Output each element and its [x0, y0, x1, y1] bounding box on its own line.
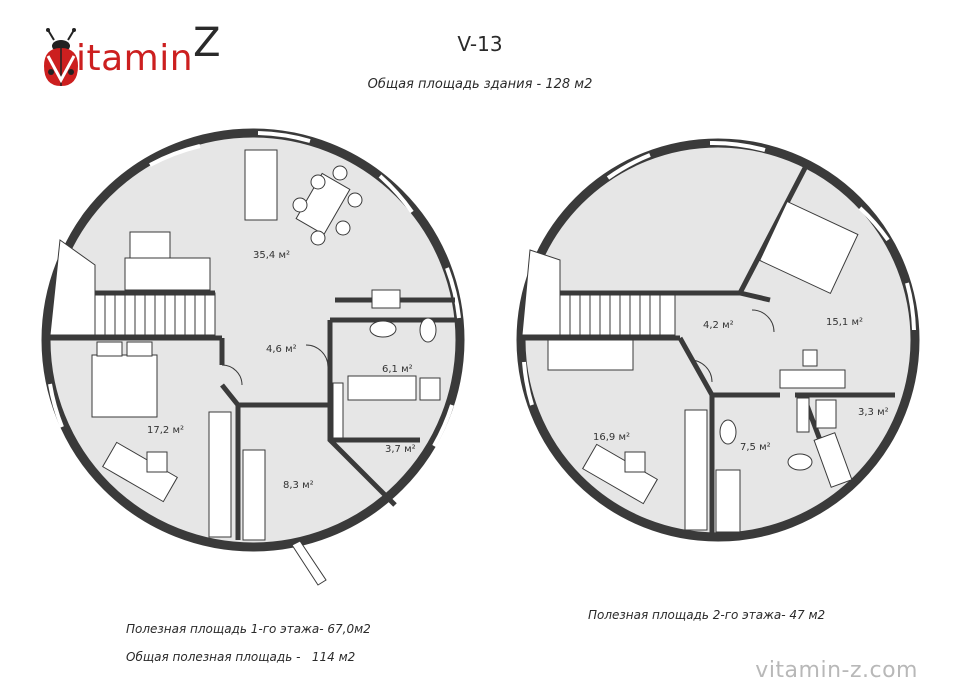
- floor2-interior-walls: [520, 166, 895, 540]
- room-label-entry: 8,3 м²: [283, 480, 314, 491]
- floor1-windows: [48, 131, 461, 447]
- floor2-plan: 4,2 м² 15,1 м² 16,9 м² 7,5 м² 3,3 м²: [516, 138, 920, 542]
- floor1-plan: 35,4 м² 17,2 м² 4,6 м² 6,1 м² 8,3 м² 3,7…: [41, 128, 465, 586]
- floor2-furniture: [547, 200, 859, 533]
- room-label-living: 35,4 м²: [253, 250, 290, 261]
- floor1-area-caption: Полезная площадь 1-го этажа- 67,0м2: [126, 622, 371, 636]
- room-label-storage: 3,7 м²: [385, 444, 416, 455]
- room-label-hall: 4,6 м²: [266, 344, 297, 355]
- floor2-area-caption: Полезная площадь 2-го этажа- 47 м2: [588, 608, 826, 622]
- brand-logo: itaminZ: [42, 20, 252, 88]
- floor2-windows: [522, 140, 916, 406]
- project-title: V-13: [457, 32, 503, 56]
- room-label-bedroom3: 16,9 м²: [593, 432, 630, 443]
- room-label-bedroom2: 15,1 м²: [826, 317, 863, 328]
- room-label-wc2: 3,3 м²: [858, 407, 889, 418]
- ladybug-icon: [44, 28, 78, 86]
- total-useful-area-caption: Общая полезная площадь - 114 м2: [126, 650, 356, 664]
- floor1-furniture: [91, 149, 441, 541]
- floor2-doors: [689, 309, 775, 383]
- total-area-subtitle: Общая площадь здания - 128 м2: [367, 77, 593, 92]
- floor1-stairs: [49, 239, 216, 336]
- floor1-doors: [221, 344, 329, 586]
- room-label-bath2: 7,5 м²: [740, 442, 771, 453]
- brand-wordmark: itaminZ: [76, 20, 221, 79]
- room-label-bath: 6,1 м²: [382, 364, 413, 375]
- room-label-hall2: 4,2 м²: [703, 320, 734, 331]
- website-watermark[interactable]: vitamin-z.com: [755, 658, 918, 683]
- room-label-bedroom: 17,2 м²: [147, 425, 184, 436]
